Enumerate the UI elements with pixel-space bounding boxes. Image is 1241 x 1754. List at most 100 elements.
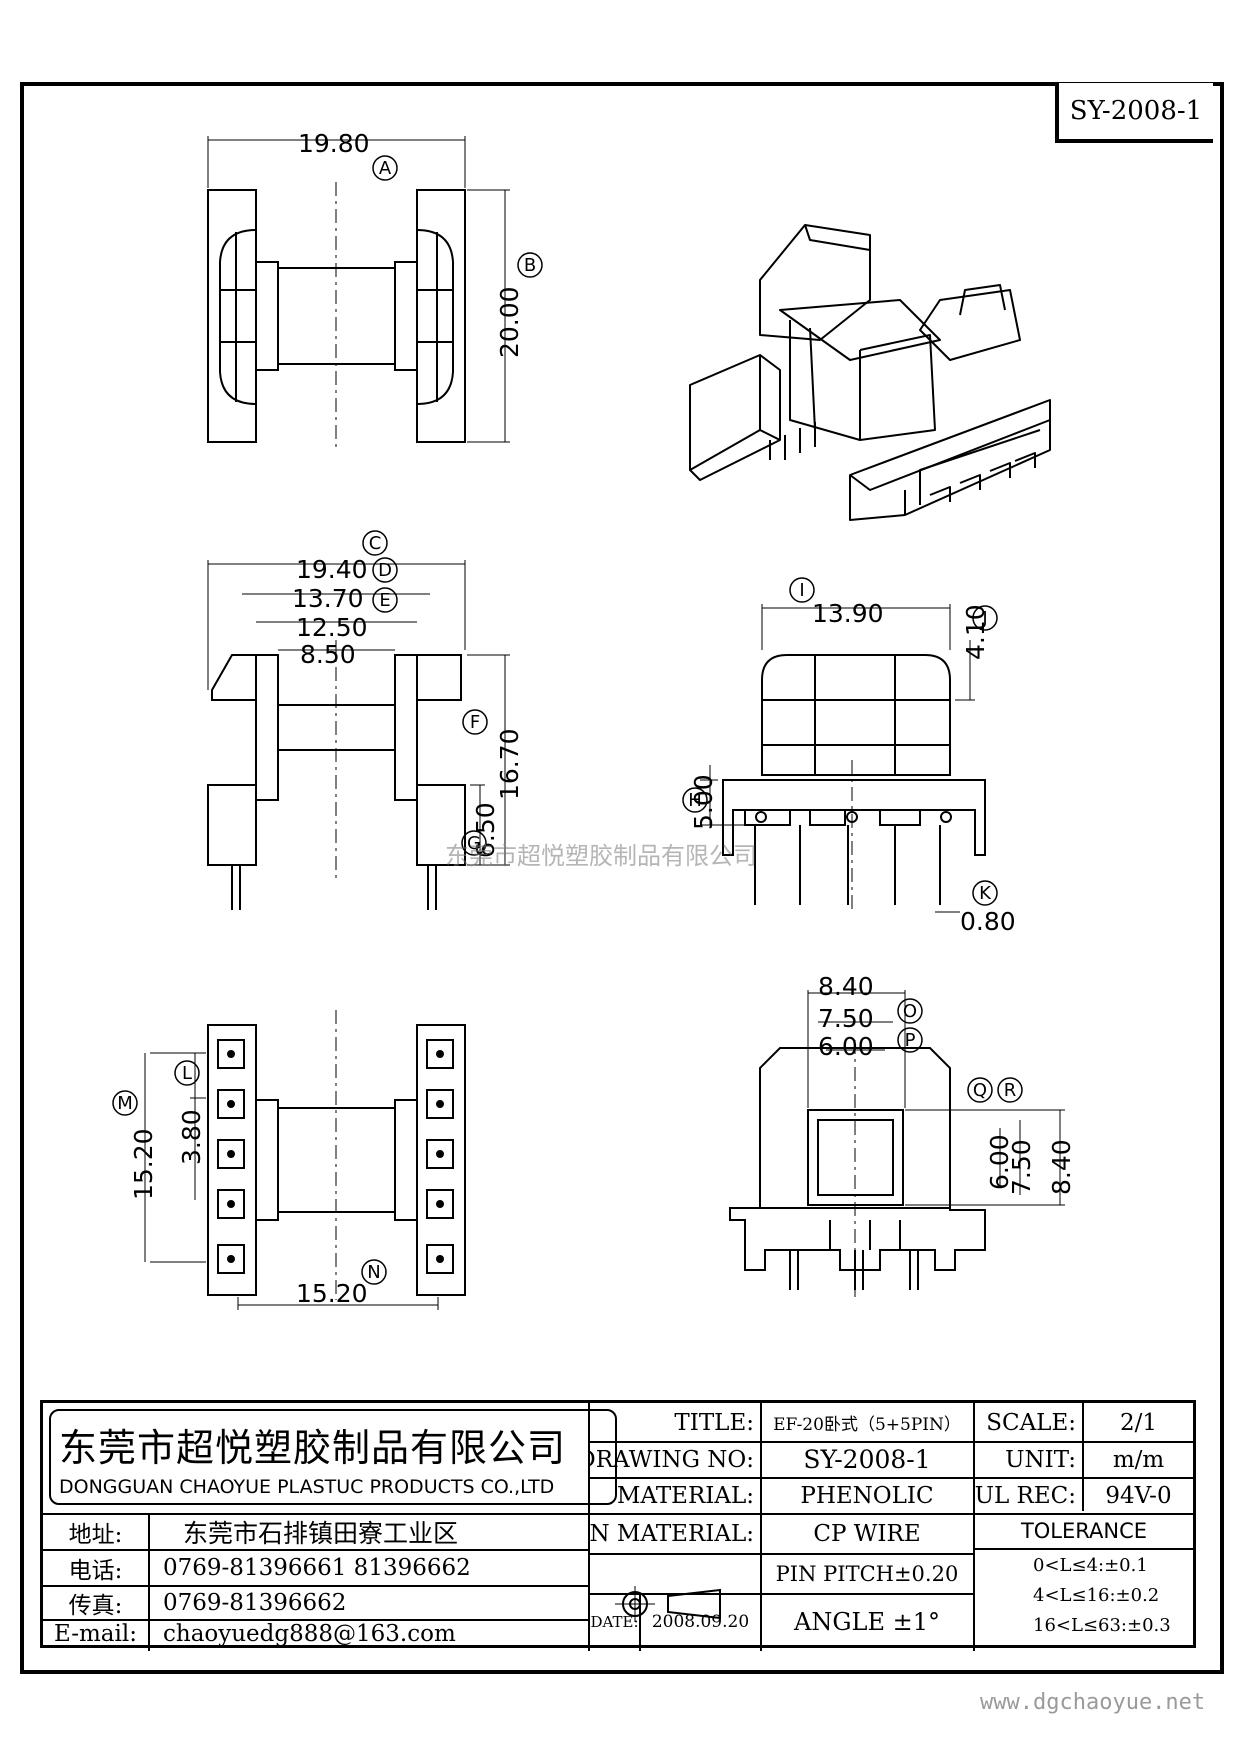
scale: 2/1	[1119, 1409, 1157, 1436]
company-name-en: DONGGUAN CHAOYUE PLASTUC PRODUCTS CO.,LT…	[59, 1475, 555, 1498]
ref-circle-d	[372, 557, 398, 583]
dim-o: 7.50	[818, 1004, 874, 1033]
side-view	[700, 604, 986, 913]
address-label: 地址:	[68, 1521, 123, 1548]
dim-m: 15.20	[129, 1128, 158, 1200]
phone-label: 电话:	[68, 1557, 123, 1584]
ref-circle-l	[174, 1060, 200, 1086]
ref-circle-e	[372, 587, 398, 613]
ref-label-k: K	[979, 883, 992, 904]
company-name-cn: 东莞市超悦塑胶制品有限公司	[59, 1425, 567, 1470]
ref-label-g: G	[467, 833, 481, 854]
pin-pad	[426, 1189, 454, 1219]
ref-circle-h	[682, 787, 708, 813]
part-number-box: SY-2008-1	[1055, 83, 1213, 143]
drawing-no-label: DRAWING NO:	[590, 1446, 754, 1473]
dim-end-right: 8.40	[1047, 1139, 1076, 1195]
ref-circle-g	[461, 830, 487, 856]
pin-hole	[227, 1200, 235, 1208]
ref-label-f: F	[470, 712, 480, 733]
ref-circle-q	[967, 1077, 993, 1103]
watermark: 东莞市超悦塑胶制品有限公司	[445, 842, 757, 870]
drawing-frame	[20, 82, 1224, 1674]
title-value: EF-20卧式（5+5PIN）	[773, 1415, 961, 1435]
ref-label-c: C	[369, 533, 382, 554]
pin-hole	[227, 1050, 235, 1058]
dim-h: 5.00	[689, 774, 718, 830]
top-view	[207, 136, 510, 450]
ref-circle-o	[897, 998, 923, 1024]
front-view	[207, 560, 510, 910]
pin-hole	[436, 1200, 444, 1208]
ref-label-d: D	[378, 560, 392, 581]
title-label: TITLE:	[674, 1409, 754, 1436]
pin-pad	[217, 1244, 245, 1274]
date-label: DATE:	[590, 1612, 639, 1631]
dim-r: 7.50	[1007, 1139, 1036, 1195]
ref-label-b: B	[524, 255, 536, 276]
dim-k: 0.80	[960, 907, 1016, 936]
dim-g: 6.50	[471, 802, 500, 858]
pin-hole	[227, 1100, 235, 1108]
dim-j: 4.10	[961, 604, 990, 660]
ref-circle-n	[361, 1259, 387, 1285]
pin-pad	[217, 1189, 245, 1219]
ref-circle-a	[372, 155, 398, 181]
ref-label-l: L	[182, 1063, 192, 1084]
tolerance-1: 0<L≤4:±0.1	[1033, 1554, 1148, 1576]
pin-pad	[217, 1089, 245, 1119]
ref-label-o: O	[903, 1001, 917, 1022]
tolerance-label: TOLERANCE	[1020, 1519, 1148, 1543]
pin-hole	[436, 1100, 444, 1108]
pin-hole	[227, 1150, 235, 1158]
ref-circle-r	[997, 1077, 1023, 1103]
dim-f: 16.70	[495, 728, 524, 800]
ref-label-q: Q	[973, 1080, 987, 1101]
fax-label: 传真:	[68, 1592, 123, 1619]
dim-n: 15.20	[296, 1279, 368, 1308]
pin-pitch: PIN PITCH±0.20	[775, 1561, 959, 1586]
material: PHENOLIC	[800, 1482, 934, 1509]
dim-p: 6.00	[818, 1032, 874, 1061]
dim-q: 6.00	[985, 1134, 1014, 1190]
dim-a: 19.80	[298, 129, 370, 158]
dim-d: 13.70	[292, 584, 364, 613]
pin-pad	[426, 1244, 454, 1274]
projection-symbol	[615, 1586, 721, 1622]
ref-label-e: E	[379, 590, 390, 611]
tolerance-2: 4<L≤16:±0.2	[1033, 1584, 1160, 1606]
ref-label-j: J	[981, 608, 987, 629]
ref-circle-c	[362, 530, 388, 556]
pin-pad	[217, 1039, 245, 1069]
pin-hole	[436, 1255, 444, 1263]
dim-c: 19.40	[296, 555, 368, 584]
pin-pad	[426, 1039, 454, 1069]
ref-circle-f	[462, 709, 488, 735]
ref-label-p: P	[905, 1030, 916, 1051]
address: 东莞市石排镇田寮工业区	[183, 1518, 459, 1548]
ul-label: UL REC:	[975, 1482, 1076, 1509]
website: www.dgchaoyue.net	[980, 1690, 1206, 1715]
fax: 0769-81396662	[163, 1589, 347, 1616]
end-view	[729, 990, 1065, 1300]
dim-end-top: 8.40	[818, 972, 874, 1001]
drawing-no: SY-2008-1	[803, 1445, 931, 1474]
ref-label-i: I	[799, 580, 804, 601]
ref-label-m: M	[117, 1093, 133, 1114]
ref-circle-i	[789, 577, 815, 603]
ref-label-h: H	[688, 790, 702, 811]
dim-e: 12.50	[296, 613, 368, 642]
tolerance-3: 16<L≤63:±0.3	[1033, 1614, 1171, 1636]
dim-inner-width: 8.50	[300, 640, 356, 669]
bottom-view	[144, 1010, 466, 1310]
material-label: MATERIAL:	[616, 1482, 754, 1509]
pin-pad	[426, 1089, 454, 1119]
pin-material-label: PIN MATERIAL:	[590, 1520, 754, 1547]
dim-l: 3.80	[177, 1109, 206, 1165]
pin-hole	[436, 1150, 444, 1158]
ref-circle-m	[112, 1090, 138, 1116]
unit-label: UNIT:	[1005, 1446, 1076, 1473]
ul-rating: 94V-0	[1105, 1482, 1172, 1509]
ref-label-r: R	[1004, 1080, 1017, 1101]
